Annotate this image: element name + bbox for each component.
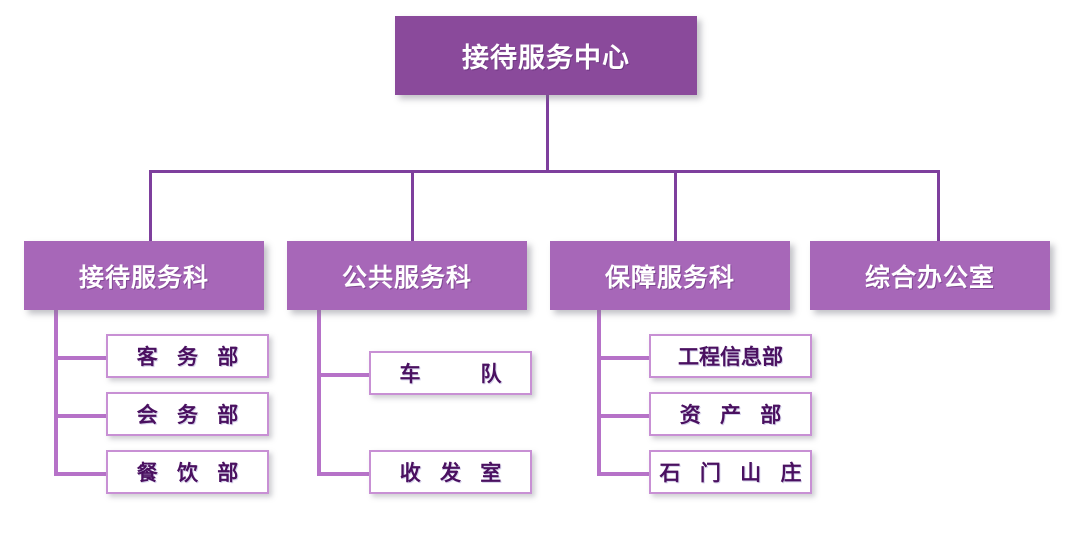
node-leaf-conference-affairs-dept[interactable]: 会 务 部 (106, 392, 269, 436)
connector-drop-dept-3 (674, 170, 677, 242)
connector-spine-branch-1 (54, 310, 58, 475)
node-root-label: 接待服务中心 (462, 43, 630, 74)
connector-stub-b3-c1 (597, 356, 653, 360)
node-leaf-label: 餐 饮 部 (136, 461, 245, 485)
node-leaf-guest-affairs-dept[interactable]: 客 务 部 (106, 334, 269, 378)
node-leaf-engineering-information-dept[interactable]: 工程信息部 (649, 334, 812, 378)
connector-level1-bus (149, 170, 940, 173)
connector-stub-b3-c3 (597, 472, 653, 476)
connector-stub-b2-c2 (317, 472, 373, 476)
connector-drop-dept-4 (937, 170, 940, 242)
node-leaf-label: 收 发 室 (399, 461, 508, 485)
node-dept-public-service-section[interactable]: 公共服务科 (287, 241, 527, 310)
connector-stub-b1-c3 (54, 472, 110, 476)
node-dept-label: 综合办公室 (864, 262, 995, 292)
connector-spine-branch-3 (597, 310, 601, 475)
connector-root-stem (546, 95, 549, 172)
connector-stub-b2-c1 (317, 373, 373, 377)
node-dept-label: 公共服务科 (341, 262, 472, 292)
node-leaf-mail-room[interactable]: 收 发 室 (369, 450, 532, 494)
node-leaf-assets-dept[interactable]: 资 产 部 (649, 392, 812, 436)
node-leaf-label: 石 门 山 庄 (659, 461, 808, 485)
node-leaf-label: 客 务 部 (136, 345, 245, 369)
node-dept-general-office[interactable]: 综合办公室 (810, 241, 1050, 310)
node-leaf-label: 工程信息部 (678, 345, 783, 369)
connector-stub-b1-c2 (54, 414, 110, 418)
connector-stub-b1-c1 (54, 356, 110, 360)
node-dept-label: 接待服务科 (78, 262, 209, 292)
node-leaf-label: 资 产 部 (679, 403, 788, 427)
node-dept-reception-service-section[interactable]: 接待服务科 (24, 241, 264, 310)
node-leaf-catering-dept[interactable]: 餐 饮 部 (106, 450, 269, 494)
node-root-reception-service-center[interactable]: 接待服务中心 (395, 16, 697, 95)
node-leaf-motor-fleet[interactable]: 车 队 (369, 351, 532, 395)
node-leaf-label: 会 务 部 (136, 403, 245, 427)
node-dept-support-service-section[interactable]: 保障服务科 (550, 241, 790, 310)
connector-stub-b3-c2 (597, 414, 653, 418)
node-dept-label: 保障服务科 (604, 262, 735, 292)
node-leaf-label: 车 队 (399, 362, 508, 386)
node-leaf-shimen-villa[interactable]: 石 门 山 庄 (649, 450, 812, 494)
connector-drop-dept-2 (411, 170, 414, 242)
connector-drop-dept-1 (149, 170, 152, 242)
connector-spine-branch-2 (317, 310, 321, 475)
